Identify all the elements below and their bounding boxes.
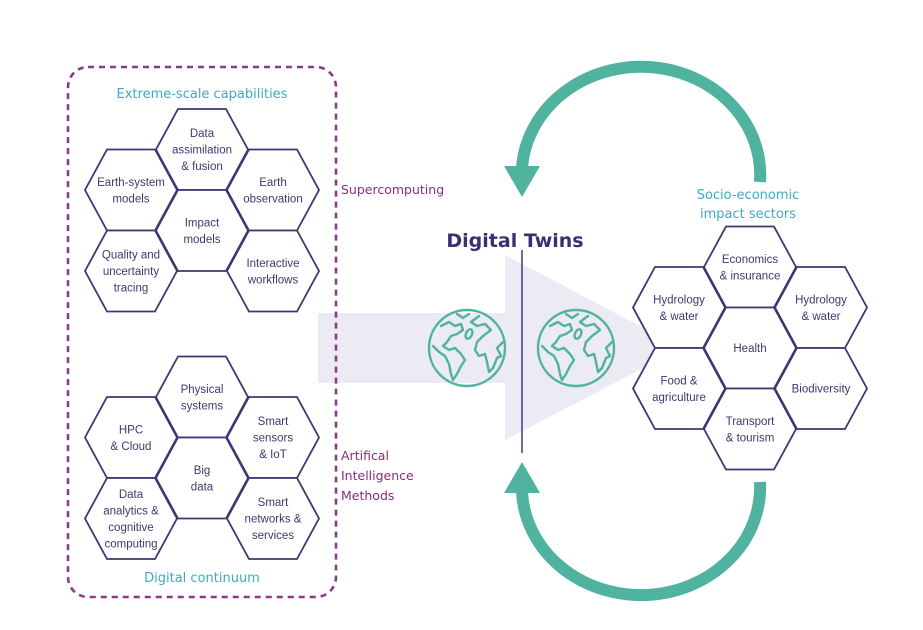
globe-outline	[536, 308, 616, 388]
digital-continuum-title: Digital continuum	[144, 571, 260, 586]
hexagon-shape	[225, 477, 321, 560]
hexagon-shape	[225, 229, 321, 313]
hex-cell: Transport & tourism	[702, 387, 798, 471]
hex-label: HPC	[119, 424, 143, 436]
hex-label: Smart	[258, 416, 289, 428]
globe-continent	[431, 320, 467, 382]
hex-label: Earth-system	[97, 177, 165, 189]
hex-label: tracing	[114, 283, 149, 295]
hex-label: systems	[181, 400, 223, 412]
hex-label: & IoT	[259, 449, 286, 461]
cycle-arrow-bottom	[504, 462, 767, 602]
hexagon-shape	[83, 477, 179, 560]
hex-label: Physical	[181, 384, 224, 396]
hexagon-shape	[702, 387, 798, 471]
supercomputing-text: Supercomputing	[341, 182, 444, 197]
supercomputing-label: Supercomputing	[341, 182, 444, 197]
hex-label: agriculture	[652, 392, 706, 404]
globe-continent	[540, 320, 576, 382]
cycle-arc	[516, 60, 767, 183]
hex-label: computing	[104, 538, 157, 550]
globe-continent	[469, 314, 505, 374]
hex-label: sensors	[253, 433, 294, 445]
globe-icon	[536, 308, 616, 388]
extreme-scale-title: Extreme-scale capabilities	[117, 87, 288, 102]
hex-label: Hydrology	[653, 294, 705, 306]
hex-cell: Earth-system models	[83, 148, 179, 232]
ai-methods-text: Artifical	[341, 448, 389, 463]
hex-cell: Impact models	[154, 189, 250, 272]
hex-cell: Economics & insurance	[702, 225, 798, 309]
hex-label: & fusion	[181, 161, 223, 173]
hex-label: & water	[660, 311, 699, 323]
globe-continent	[564, 312, 580, 320]
hex-label: uncertainty	[103, 266, 160, 278]
hex-cell: Data analytics & cognitive computing	[83, 477, 179, 560]
hex-label: Biodiversity	[792, 384, 851, 396]
hex-label: Big	[194, 465, 211, 477]
cycle-arrow-top	[504, 60, 767, 197]
hex-label: services	[252, 530, 294, 542]
globe-continent	[455, 312, 471, 320]
hex-label: workflows	[247, 274, 299, 286]
hex-label: analytics &	[103, 505, 159, 517]
hex-label: assimilation	[172, 145, 232, 157]
hex-cell: Physical systems	[154, 355, 250, 439]
cycle-arc	[516, 481, 767, 602]
socio-economic-title: Socio-economic impact sectors	[697, 188, 800, 222]
arrowhead	[504, 166, 540, 197]
hex-label: & Cloud	[111, 441, 152, 453]
digital-twins-title: Digital Twins	[446, 230, 583, 252]
hex-label: Smart	[258, 497, 289, 509]
hex-label: data	[191, 481, 214, 493]
left-panel-border	[66, 65, 338, 599]
hex-label: networks &	[245, 514, 302, 526]
hex-label: models	[112, 193, 149, 205]
hex-label: Hydrology	[795, 294, 847, 306]
hex-cell: Interactive workflows	[225, 229, 321, 313]
socio-economic-title-line: impact sectors	[700, 207, 796, 222]
big-arrow	[318, 255, 682, 440]
hex-label: & insurance	[720, 270, 781, 282]
socio-economic-title-line: Socio-economic	[697, 188, 800, 203]
hex-label: Quality and	[102, 250, 160, 262]
hex-label: & water	[802, 311, 841, 323]
hex-label: Impact	[185, 217, 220, 229]
globe-continent	[578, 314, 614, 374]
hex-label: Health	[733, 343, 766, 355]
hex-label: cognitive	[108, 522, 153, 534]
hex-cell: Quality and uncertainty tracing	[83, 229, 179, 313]
ai-methods-text: Methods	[341, 488, 394, 503]
hex-label: Food &	[660, 375, 697, 387]
hex-label: Earth	[259, 177, 287, 189]
hex-cell: Smart networks & services	[225, 477, 321, 560]
hex-label: & tourism	[726, 432, 775, 444]
hex-cell: Food & agriculture	[631, 347, 727, 430]
hex-label: models	[183, 234, 220, 246]
arrowhead	[504, 462, 540, 493]
hex-label: Data	[190, 128, 215, 140]
hex-label: Economics	[722, 254, 778, 266]
hex-label: Interactive	[246, 258, 299, 270]
globe-island	[464, 328, 474, 340]
ai-methods-text: Intelligence	[341, 468, 414, 483]
hexagon-shape	[83, 229, 179, 313]
hex-label: Transport	[726, 416, 776, 428]
globe-icon	[427, 308, 507, 388]
hex-label: Data	[119, 489, 144, 501]
globe-island	[573, 328, 583, 340]
hex-label: observation	[243, 193, 302, 205]
hex-cell: Data assimilation & fusion	[154, 108, 250, 191]
globe-outline	[427, 308, 507, 388]
